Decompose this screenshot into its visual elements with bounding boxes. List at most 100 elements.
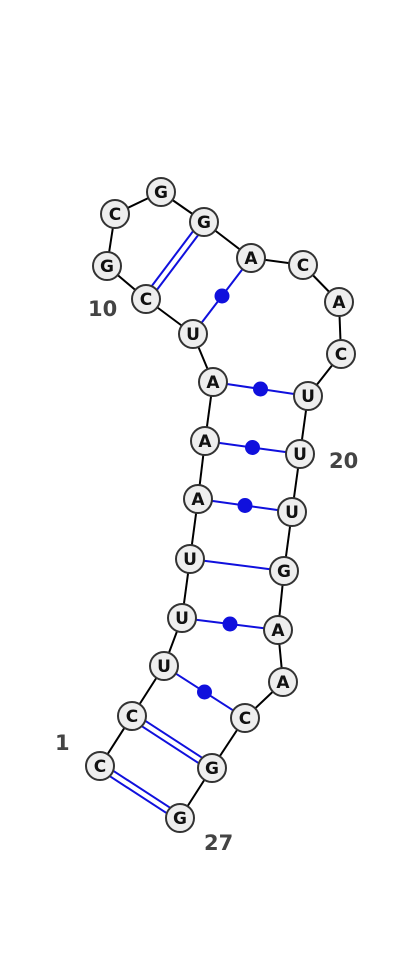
nucleotide-circle [165, 803, 195, 833]
nucleotide-circle [285, 439, 315, 469]
nucleotide-6: A [183, 484, 213, 514]
nucleotide-circle [269, 556, 299, 586]
nucleotide-27: G [165, 803, 195, 833]
nucleotide-24: A [268, 667, 298, 697]
pair-line-gc [141, 725, 200, 764]
nucleotide-letter: C [126, 707, 138, 727]
nucleotide-letter: U [285, 503, 299, 523]
nucleotide-letter: A [271, 621, 285, 641]
nucleotide-circle [277, 497, 307, 527]
nucleotide-letter: C [335, 345, 347, 365]
nucleotide-letter: G [205, 759, 219, 779]
nucleotide-14: G [189, 207, 219, 237]
nucleotide-circle [230, 703, 260, 733]
nucleotide-circle [198, 367, 228, 397]
nucleotide-25: C [230, 703, 260, 733]
nucleotide-11: G [92, 251, 122, 281]
nucleotide-12: C [100, 199, 130, 229]
pair-line-gu [203, 559, 271, 571]
index-labels: 1 10 20 27 [55, 297, 358, 855]
pair-line-gc [112, 770, 171, 809]
nucleotide-10: C [131, 284, 161, 314]
pair-dot [253, 381, 268, 397]
nucleotide-circle [146, 177, 176, 207]
nucleotide-19: U [293, 381, 323, 411]
nucleotide-circle [117, 701, 147, 731]
pair-line-gc [109, 775, 168, 814]
pair-dot [214, 288, 230, 304]
nucleotide-17: A [324, 287, 354, 317]
nucleotide-23: A [263, 615, 293, 645]
nucleotide-letter: A [332, 293, 346, 313]
pair-line-gc [151, 230, 194, 287]
pair-dot [237, 498, 253, 513]
nucleotide-letter: G [197, 213, 211, 233]
nucleotide-letter: U [175, 609, 189, 629]
nucleotide-letter: C [94, 757, 106, 777]
nucleotide-circle [263, 615, 293, 645]
nucleotide-circle [167, 603, 197, 633]
nucleotide-16: C [288, 250, 318, 280]
nucleotide-circle [189, 207, 219, 237]
base-pairs [109, 230, 295, 814]
nucleotide-circle [100, 199, 130, 229]
nucleotide-letter: C [109, 205, 121, 225]
nucleotide-circle [288, 250, 318, 280]
nucleotide-letter: C [239, 709, 251, 729]
nucleotide-circle [178, 319, 208, 349]
nucleotide-15: A [236, 243, 266, 273]
nucleotide-20: U [285, 439, 315, 469]
nucleotide-8: A [198, 367, 228, 397]
index-label-10: 10 [88, 297, 117, 321]
index-label-27: 27 [204, 831, 233, 855]
nucleotide-4: U [167, 603, 197, 633]
nucleotide-letter: A [191, 490, 205, 510]
nucleotide-circle [131, 284, 161, 314]
nucleotide-circle [190, 426, 220, 456]
pair-line-gc [144, 720, 203, 759]
nucleotide-7: A [190, 426, 220, 456]
pair-dot [222, 616, 238, 632]
nucleotide-circle [92, 251, 122, 281]
nucleotide-letter: G [100, 257, 114, 277]
nucleotide-circle [197, 753, 227, 783]
nucleotide-21: U [277, 497, 307, 527]
nucleotide-circle [85, 751, 115, 781]
nucleotide-3: U [149, 651, 179, 681]
nucleotide-circle [183, 484, 213, 514]
nucleotide-letter: A [206, 373, 220, 393]
nucleotide-18: C [326, 339, 356, 369]
nucleotide-letter: U [157, 657, 171, 677]
index-label-1: 1 [55, 731, 70, 755]
nucleotide-circle [236, 243, 266, 273]
nucleotide-letter: U [293, 445, 307, 465]
nucleotide-5: U [175, 544, 205, 574]
nucleotide-letter: A [198, 432, 212, 452]
nucleotide-circle [326, 339, 356, 369]
nucleotide-13: G [146, 177, 176, 207]
pair-dot [197, 684, 212, 700]
pair-line-gc [156, 234, 199, 291]
nucleotide-letter: G [154, 183, 168, 203]
pair-dot [245, 440, 260, 455]
nucleotide-circle [149, 651, 179, 681]
nucleotide-letter: C [297, 256, 309, 276]
nucleotide-letter: U [183, 550, 197, 570]
nucleotide-circle [293, 381, 323, 411]
nucleotide-letter: U [186, 325, 200, 345]
nucleotide-26: G [197, 753, 227, 783]
nucleotide-22: G [269, 556, 299, 586]
nucleotide-letter: A [276, 673, 290, 693]
nucleotide-letter: G [173, 809, 187, 829]
nucleotide-circle [268, 667, 298, 697]
nucleotide-letter: C [140, 290, 152, 310]
nucleotide-letter: G [277, 562, 291, 582]
nucleotide-circle [324, 287, 354, 317]
nucleotide-1: C [85, 751, 115, 781]
index-label-20: 20 [329, 449, 358, 473]
nucleotide-9: U [178, 319, 208, 349]
nucleotides: C C U U U A A A U C G C G G A C A C U U U G A A C G G [85, 177, 356, 833]
nucleotide-letter: A [244, 249, 258, 269]
nucleotide-circle [175, 544, 205, 574]
nucleotide-letter: U [301, 387, 315, 407]
